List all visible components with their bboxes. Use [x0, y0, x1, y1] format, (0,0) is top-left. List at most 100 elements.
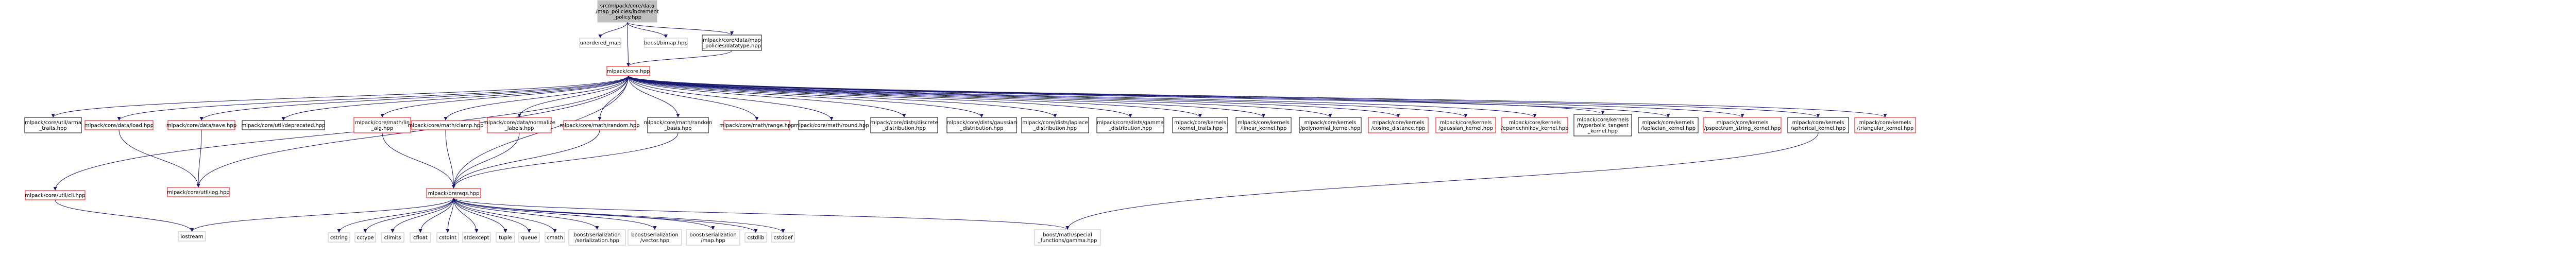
node-box	[1573, 114, 1632, 136]
node-climits[interactable]: climits	[381, 232, 404, 243]
node-log[interactable]: mlpack/core/util/log.hpp	[167, 187, 230, 197]
node-label: boost/bimap.hpp	[644, 41, 688, 46]
edge-prereqs-to-cstdint	[446, 197, 454, 233]
node-prereqs[interactable]: mlpack/prereqs.hpp	[426, 188, 481, 198]
edge-core-to-math-lin-alg	[380, 75, 629, 118]
node-save[interactable]: mlpack/core/data/save.hpp	[166, 120, 236, 130]
node-label: _alg.hpp	[371, 126, 393, 131]
edge-prereqs-to-tuple	[453, 197, 507, 233]
node-boost-map[interactable]: boost/serialization/map.hpp	[686, 229, 740, 246]
edge-core-to-save	[199, 75, 629, 121]
node-box	[563, 120, 636, 130]
node-box	[496, 232, 515, 243]
node-core[interactable]: mlpack/core.hpp	[606, 66, 650, 76]
node-linear-kernel[interactable]: mlpack/core/kernels/linear_kernel.hpp	[1235, 117, 1292, 133]
node-label: queue	[521, 235, 537, 241]
node-range[interactable]: mlpack/core/math/range.hpp	[719, 120, 794, 130]
node-boost-serialization[interactable]: boost/serialization/serialization.hpp	[568, 229, 626, 246]
node-round[interactable]: mlpack/core/math/round.hpp	[794, 120, 869, 130]
node-unordered-map[interactable]: unordered_map	[579, 38, 621, 48]
node-label: mlpack/core/kernels	[1642, 120, 1694, 126]
node-clamp[interactable]: mlpack/core/math/clamp.hpp	[408, 120, 484, 130]
node-cosine-distance[interactable]: mlpack/core/kernels/cosine_distance.hpp	[1368, 117, 1429, 133]
node-label: _policy.hpp	[613, 15, 641, 21]
node-deprecated[interactable]: mlpack/core/util/deprecated.hpp	[241, 120, 326, 130]
node-random-basis[interactable]: mlpack/core/math/random_basis.hpp	[644, 117, 713, 133]
node-box	[597, 0, 657, 23]
edge-load-to-log	[118, 129, 200, 188]
node-label: _kernel.hpp	[1587, 129, 1618, 134]
node-polynomial-kernel[interactable]: mlpack/core/kernels/polynomial_kernel.hp…	[1299, 117, 1362, 133]
node-cctype[interactable]: cctype	[354, 232, 376, 243]
node-box	[702, 35, 762, 51]
node-pspectrum[interactable]: mlpack/core/kernels/pspectrum_string_ker…	[1703, 117, 1782, 133]
node-triangular-kernel[interactable]: mlpack/core/kernels/triangular_kernel.hp…	[1854, 117, 1916, 133]
node-cstdint[interactable]: cstdint	[436, 232, 459, 243]
node-label: _distribution.hpp	[1108, 126, 1152, 131]
node-label: /serialization.hpp	[575, 238, 619, 244]
node-label: boost/serialization	[573, 232, 621, 238]
node-label: mlpack/core/kernels	[1174, 120, 1226, 126]
node-epanechnikov-kernel[interactable]: mlpack/core/kernels/epanechnikov_kernel.…	[1501, 117, 1569, 133]
node-kernel-traits[interactable]: mlpack/core/kernels/kernel_traits.hpp	[1172, 117, 1228, 133]
node-box	[436, 232, 459, 243]
node-random[interactable]: mlpack/core/math/random.hpp	[560, 120, 640, 130]
node-cstddef[interactable]: cstddef	[771, 232, 795, 243]
node-box	[1034, 229, 1101, 246]
node-label: _functions/gamma.hpp	[1038, 238, 1097, 244]
node-box	[411, 120, 480, 130]
edge-math-lin-alg-to-prereqs	[382, 132, 455, 189]
node-label: mlpack/core/util/deprecated.hpp	[241, 123, 325, 129]
node-label: src/mlpack/core/data	[600, 4, 654, 9]
node-label: _distribution.hpp	[1033, 126, 1077, 131]
node-box	[487, 117, 552, 133]
node-box	[1703, 117, 1782, 133]
node-bimap[interactable]: boost/bimap.hpp	[644, 38, 688, 48]
node-label: cctype	[357, 235, 374, 241]
node-spherical-kernel[interactable]: mlpack/core/kernels/spherical_kernel.hpp	[1787, 117, 1849, 133]
node-cstdlib[interactable]: cstdlib	[744, 232, 767, 243]
edge-prereqs-to-cstring	[337, 197, 454, 233]
node-math-lin-alg[interactable]: mlpack/core/math/lin_alg.hpp	[353, 117, 411, 133]
node-boost-gamma[interactable]: boost/math/special_functions/gamma.hpp	[1034, 229, 1101, 246]
node-label: /map_policies/increment	[596, 9, 659, 15]
edge-random-basis-to-prereqs	[452, 132, 679, 189]
node-root[interactable]: src/mlpack/core/data/map_policies/increm…	[596, 0, 659, 23]
node-boost-vector[interactable]: boost/serialization/vector.hpp	[628, 229, 682, 246]
node-label: cstring	[330, 235, 348, 241]
node-label: iostream	[181, 234, 204, 240]
edge-prereqs-to-boost-vector	[453, 197, 657, 230]
node-iostream[interactable]: iostream	[178, 231, 206, 242]
node-arma-traits[interactable]: mlpack/core/util/arma_traits.hpp	[24, 117, 82, 133]
node-label: /hyperbolic_tangent	[1577, 123, 1629, 129]
node-gaussian-kernel[interactable]: mlpack/core/kernels/gaussian_kernel.hpp	[1435, 117, 1496, 133]
node-gaussian-dist[interactable]: mlpack/core/dists/gaussian_distribution.…	[946, 117, 1017, 133]
node-cmath[interactable]: cmath	[545, 232, 565, 243]
node-discrete-dist[interactable]: mlpack/core/dists/discrete_distribution.…	[870, 117, 938, 133]
node-hyperbolic-tangent[interactable]: mlpack/core/kernels/hyperbolic_tangent_k…	[1573, 114, 1632, 136]
node-label: mlpack/core/math/clamp.hpp	[408, 123, 484, 129]
node-label: mlpack/core/util/arma	[25, 120, 81, 126]
node-tuple[interactable]: tuple	[496, 232, 515, 243]
edge-prereqs-to-queue	[453, 197, 531, 233]
node-laplace-dist[interactable]: mlpack/core/dists/laplace_distribution.h…	[1021, 117, 1089, 133]
node-label: /polynomial_kernel.hpp	[1300, 126, 1360, 131]
edge-root-to-bimap	[627, 22, 668, 39]
node-cli[interactable]: mlpack/core/util/cli.hpp	[25, 190, 86, 200]
node-datatype[interactable]: mlpack/core/data/map_policies/datatype.h…	[702, 35, 762, 51]
node-label: mlpack/core/dists/gaussian	[947, 120, 1017, 126]
node-box	[328, 232, 350, 243]
node-load[interactable]: mlpack/core/data/load.hpp	[84, 120, 154, 130]
edge-prereqs-to-stdexcept	[453, 197, 479, 233]
node-box	[167, 120, 235, 130]
node-cstring[interactable]: cstring	[328, 232, 350, 243]
node-queue[interactable]: queue	[518, 232, 540, 243]
node-label: /cosine_distance.hpp	[1371, 126, 1425, 131]
node-gamma-dist[interactable]: mlpack/core/dists/gamma_distribution.hpp	[1096, 117, 1164, 133]
node-normalize-labels[interactable]: mlpack/core/data/normalize_labels.hpp	[483, 117, 555, 133]
node-label: mlpack/core/math/random.hpp	[560, 123, 639, 129]
node-label: climits	[384, 235, 401, 241]
node-laplacian-kernel[interactable]: mlpack/core/kernels/laplacian_kernel.hpp	[1638, 117, 1699, 133]
node-cfloat[interactable]: cfloat	[410, 232, 431, 243]
node-stdexcept[interactable]: stdexcept	[462, 232, 491, 243]
